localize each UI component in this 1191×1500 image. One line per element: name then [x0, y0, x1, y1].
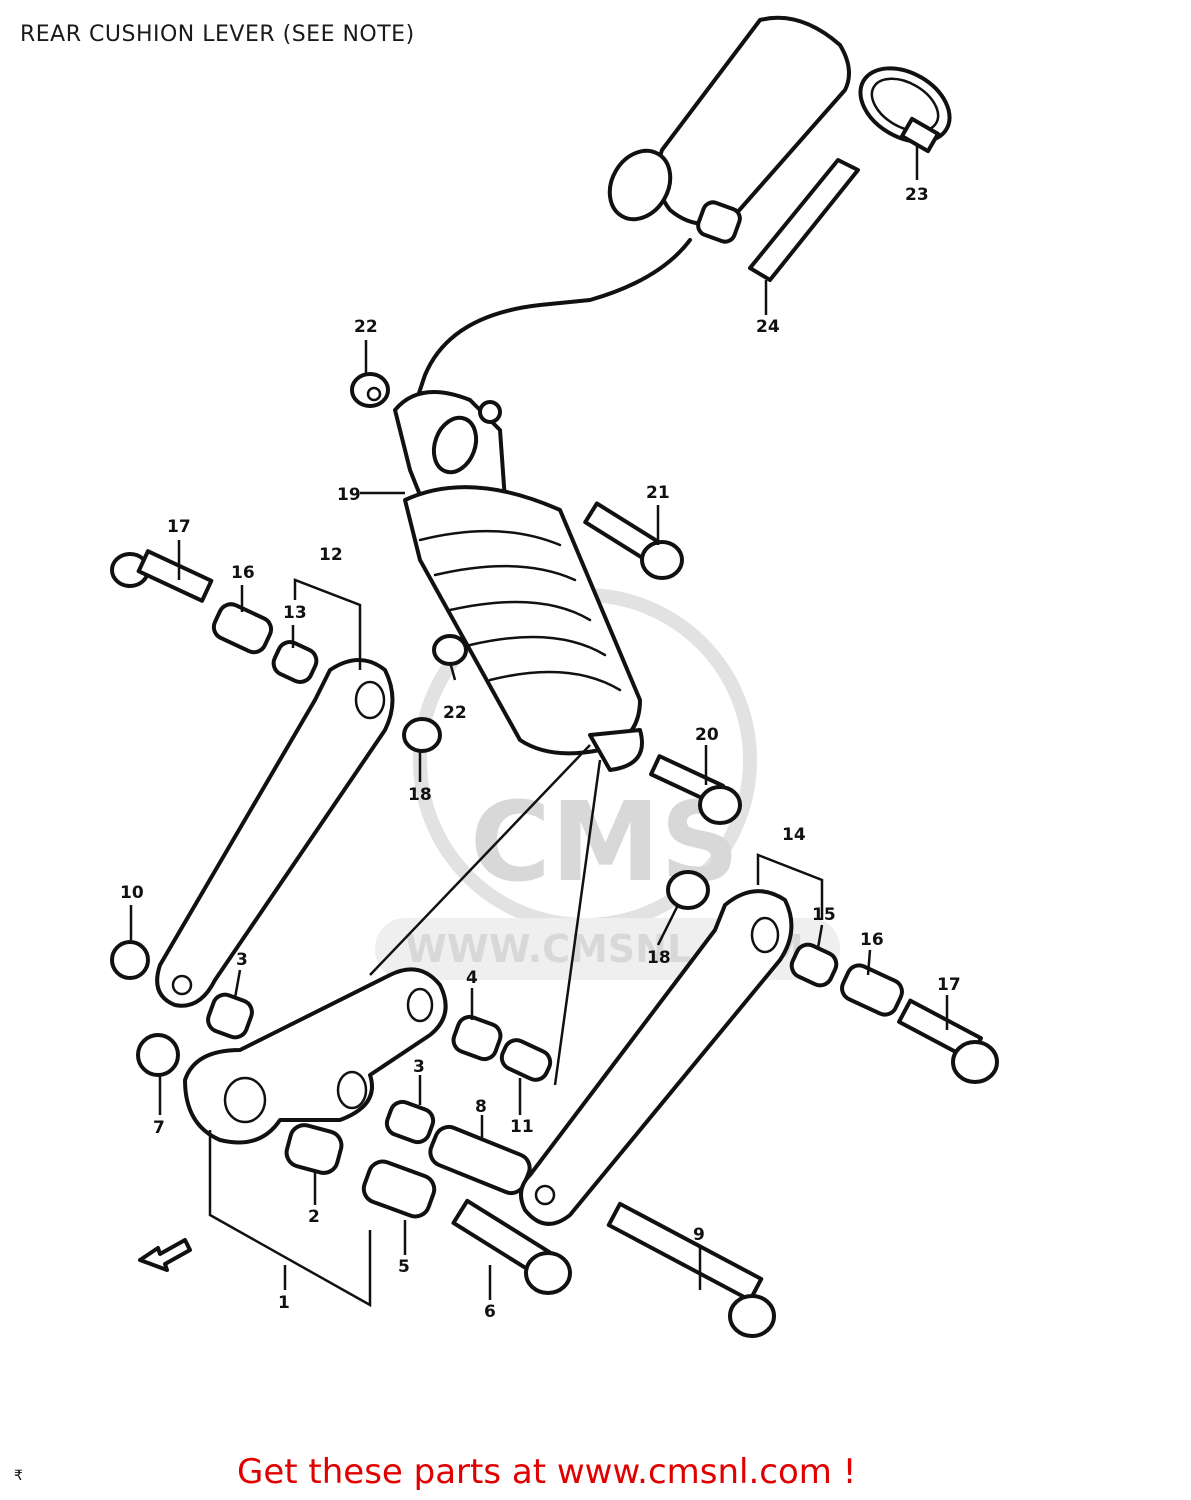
part-22-nut-top: [350, 372, 390, 408]
callout-24: 24: [756, 317, 780, 337]
part-12-cushion-rod-left: [155, 658, 395, 1008]
part-15-bearing: [789, 942, 839, 988]
part-17-bolt-right: [897, 998, 999, 1084]
callout-10: 10: [120, 883, 144, 903]
callout-1: 1: [278, 1293, 290, 1313]
callout-18-right: 18: [647, 948, 671, 968]
callout-19: 19: [337, 485, 361, 505]
callout-16-left: 16: [231, 563, 255, 583]
part-18-nut-left: [402, 717, 442, 753]
callout-12: 12: [319, 545, 343, 565]
part-11-bearing: [499, 1038, 553, 1082]
part-24-strip: [748, 158, 860, 282]
part-23-clamp: [858, 66, 952, 154]
part-5-collar: [361, 1159, 437, 1219]
callout-11: 11: [510, 1117, 534, 1137]
callout-6: 6: [484, 1302, 496, 1322]
part-4-bearing: [451, 1014, 503, 1062]
part-17-bolt-left: [110, 549, 214, 603]
part-18-nut-right: [666, 870, 710, 910]
part-9-bolt: [606, 1201, 776, 1338]
callout-21: 21: [646, 483, 670, 503]
part-6-bolt: [451, 1198, 572, 1295]
callout-17-left: 17: [167, 517, 191, 537]
callout-16-right: 16: [860, 930, 884, 950]
part-14-cushion-rod-right: [519, 889, 794, 1226]
part-16-collar-left: [211, 602, 274, 655]
front-direction-arrow-icon: [138, 1238, 192, 1272]
part-22-nut-middle: [432, 634, 468, 666]
callout-3-right: 3: [413, 1057, 425, 1077]
cmsnl-parts-link[interactable]: Get these parts at www.cmsnl.com !: [237, 1452, 857, 1492]
part-1-cushion-lever: [183, 967, 448, 1145]
shock-reservoir: [607, 15, 851, 244]
callout-7: 7: [153, 1118, 165, 1138]
callout-22-middle: 22: [443, 703, 467, 723]
leader-lines: [129, 145, 949, 1308]
part-13-bearing: [271, 640, 319, 684]
reservoir-hose: [413, 238, 692, 407]
part-2-bearing: [284, 1123, 344, 1175]
callout-3-left: 3: [236, 950, 248, 970]
part-3-bearing-right: [384, 1099, 436, 1145]
part-3-bearing-left: [206, 992, 254, 1040]
page-title: REAR CUSHION LEVER (SEE NOTE): [20, 22, 415, 47]
corner-mark: ₹: [14, 1468, 23, 1484]
callout-14: 14: [782, 825, 806, 845]
callout-2: 2: [308, 1207, 320, 1227]
part-21-bolt: [583, 501, 684, 580]
callout-4: 4: [466, 968, 478, 988]
callout-18-left: 18: [408, 785, 432, 805]
callout-9: 9: [693, 1225, 705, 1245]
part-16-collar-right: [840, 963, 904, 1017]
part-20-bolt: [649, 754, 742, 825]
part-19-rear-shock-absorber: [393, 390, 644, 772]
callout-8: 8: [475, 1097, 487, 1117]
callout-22-top: 22: [354, 317, 378, 337]
callout-13: 13: [283, 603, 307, 623]
callout-5: 5: [398, 1257, 410, 1277]
part-10-nut: [110, 940, 150, 980]
callout-23: 23: [905, 185, 929, 205]
callout-17-right: 17: [937, 975, 961, 995]
part-7-nut: [136, 1033, 180, 1077]
callout-20: 20: [695, 725, 719, 745]
callout-15: 15: [812, 905, 836, 925]
callout-numbers: 1 2 3 3 4 5 6 7 8 9 10 11 12 13 14 15 16…: [120, 185, 961, 1322]
